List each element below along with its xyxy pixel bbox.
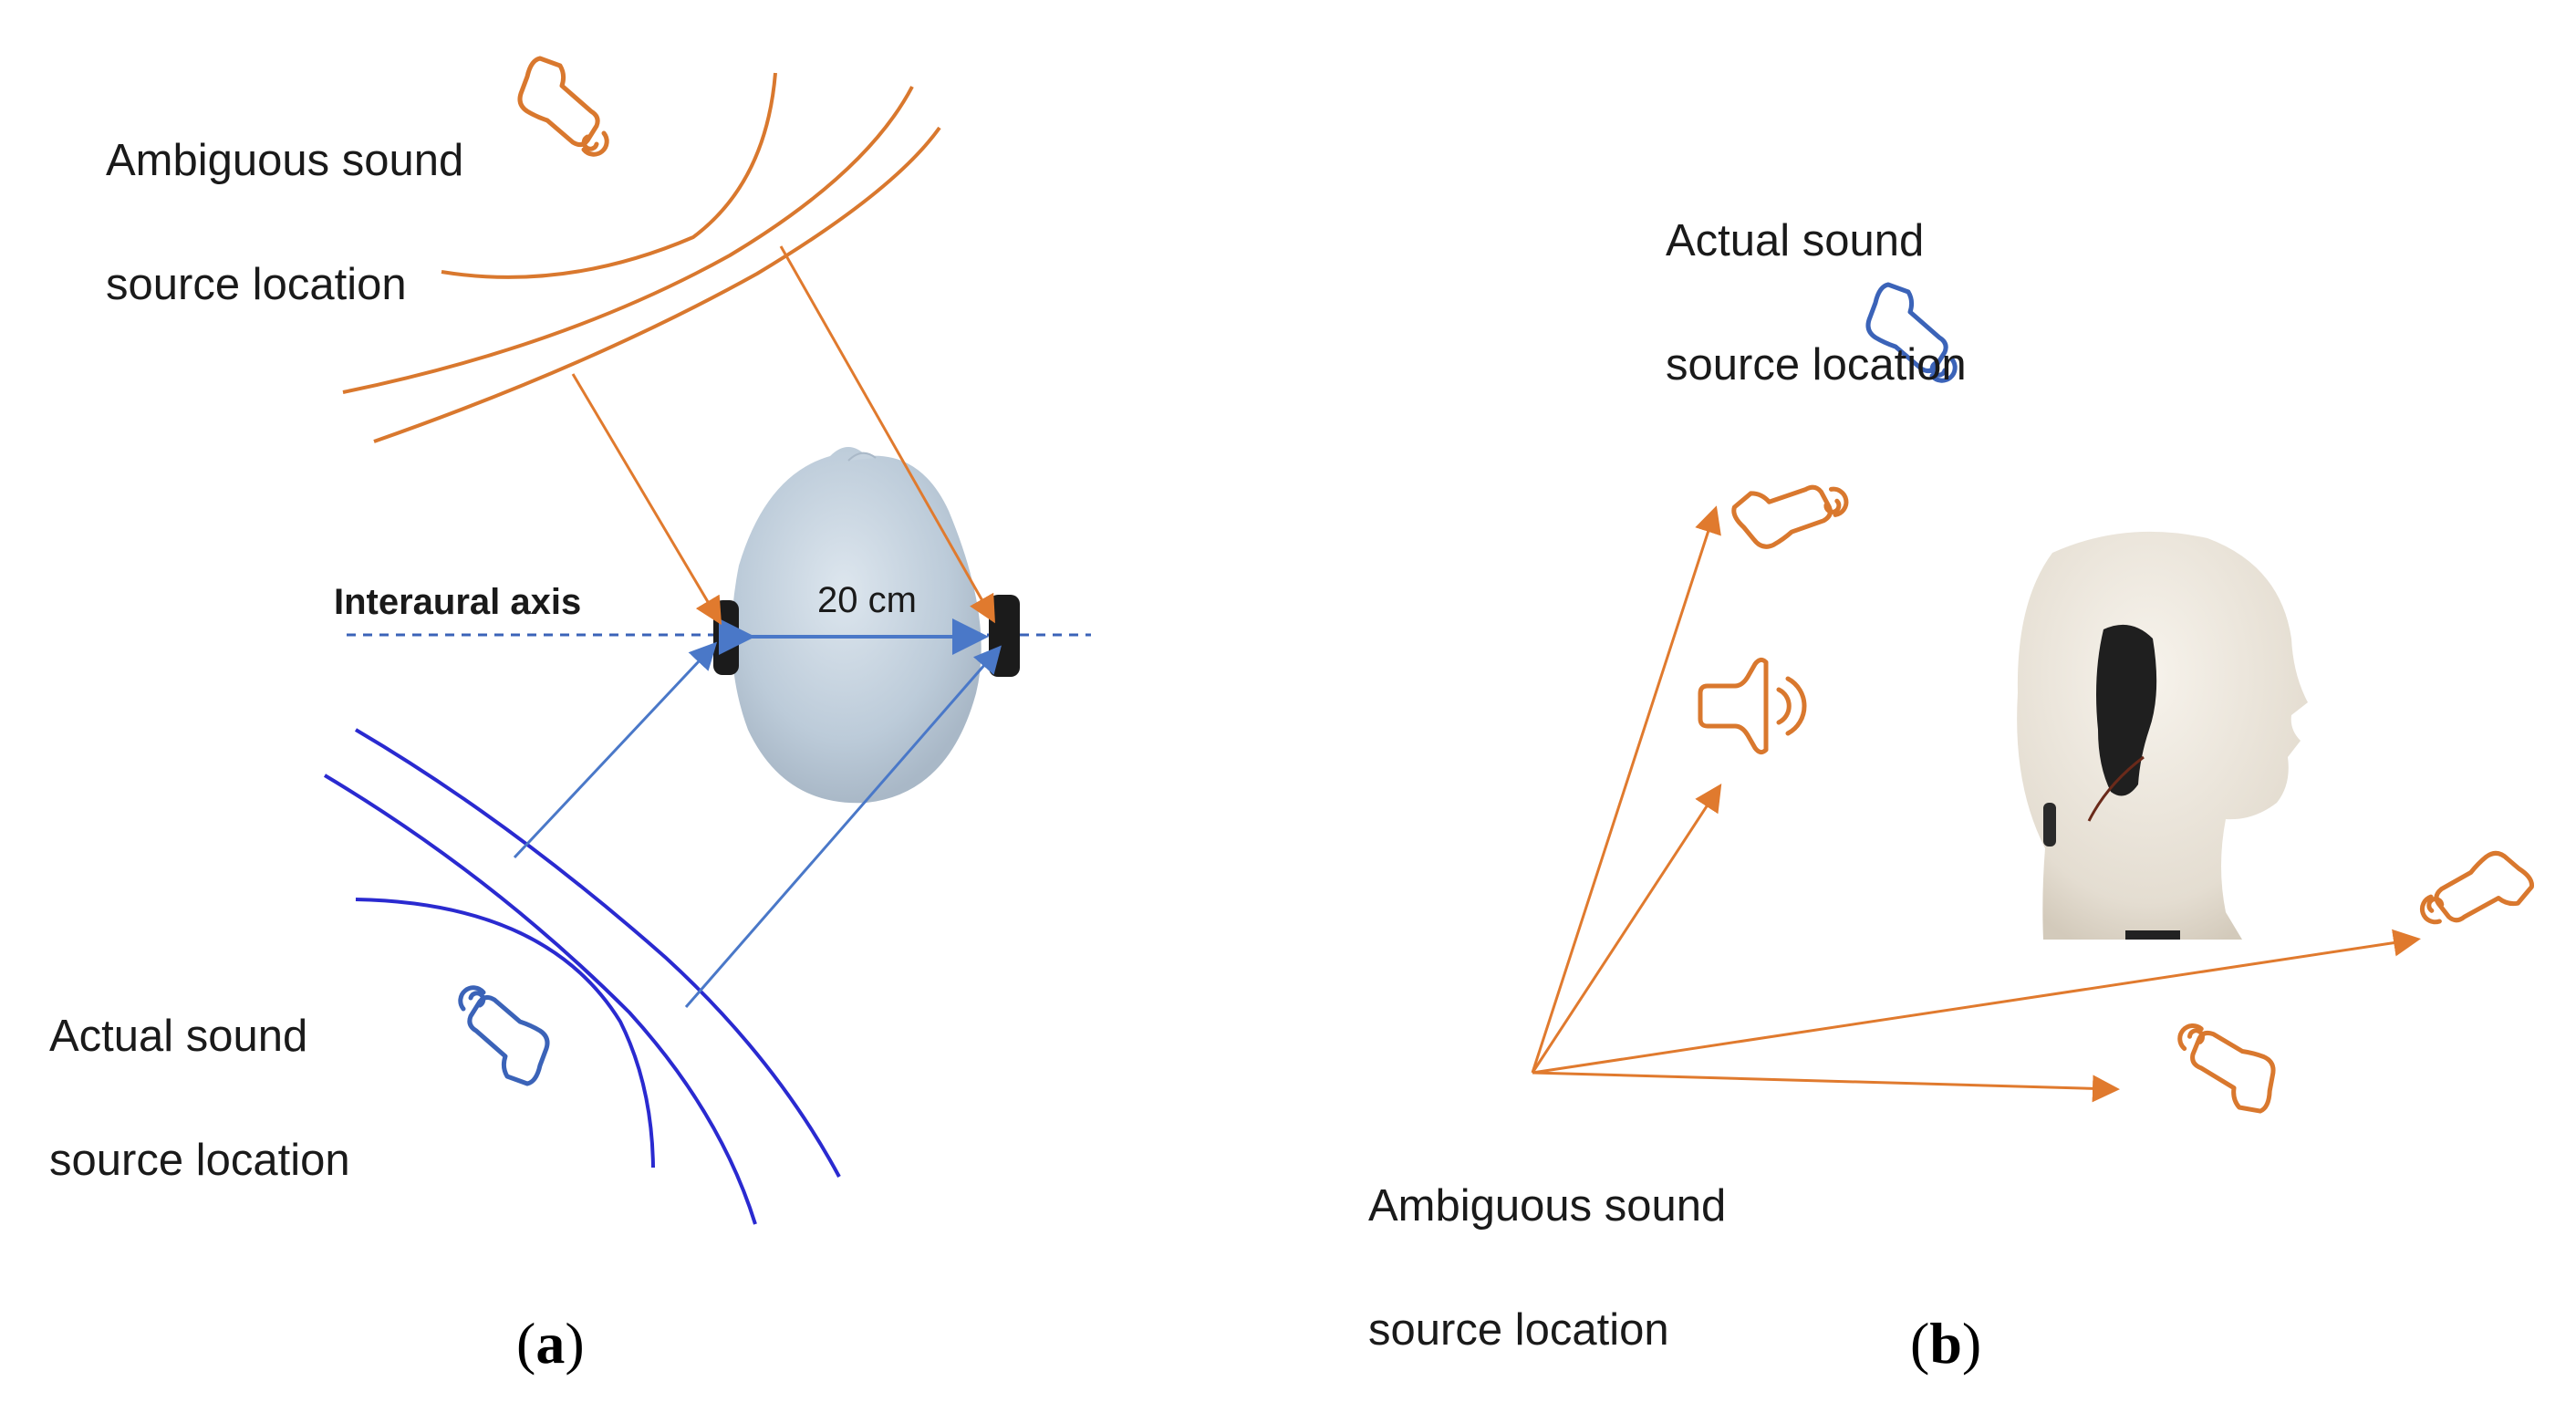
ambiguous-arrow-right [779,245,995,624]
ambiguous-source-label-b: Ambiguous sound source location [1368,1181,1727,1355]
ambiguous-bell-icon-upper [1724,450,1851,573]
arrow-to-middle-bell [1531,783,1722,1074]
right-ear-microphone [989,595,1020,677]
ambiguous-wavefront-2 [342,86,914,394]
ambiguous-source-label-a: Ambiguous sound source location [106,136,464,309]
actual-arrow-left [513,641,718,859]
ambiguous-bell-icon-right [2418,836,2538,950]
figure-canvas [323,0,2576,1225]
arrow-to-right-bell [1532,929,2421,1075]
head-side-view [2017,531,2308,940]
panel-b-caption: (b) [1910,1311,1982,1376]
distance-label: 20 cm [817,580,917,620]
actual-source-label-b: Actual sound source location [1666,216,1967,390]
arrow-to-upper-bell [1531,505,1721,1074]
ambiguous-arrow-left [571,373,722,626]
actual-wavefront-1 [354,728,841,1178]
left-ear-microphone [713,600,739,675]
arrow-to-lower-bell [1532,1071,2120,1103]
actual-arrow-right [684,645,1002,1008]
head-top-view [713,447,1020,804]
panel-a-caption: (a) [516,1311,585,1376]
actual-wavefront-3 [355,898,655,1169]
ambiguous-speaker-icon-middle [1700,660,1804,752]
ambiguous-wavefront-3 [373,126,941,443]
actual-source-label-a: Actual sound source location [49,1012,350,1185]
ambiguous-source-bell-icon [520,58,607,154]
interaural-axis-label: Interaural axis [334,582,582,622]
actual-wavefront-2 [323,774,757,1225]
ambiguous-wavefront-1 [441,72,777,279]
actual-source-bell-icon [461,988,547,1084]
ambiguous-bell-icon-lower [2178,1013,2280,1123]
